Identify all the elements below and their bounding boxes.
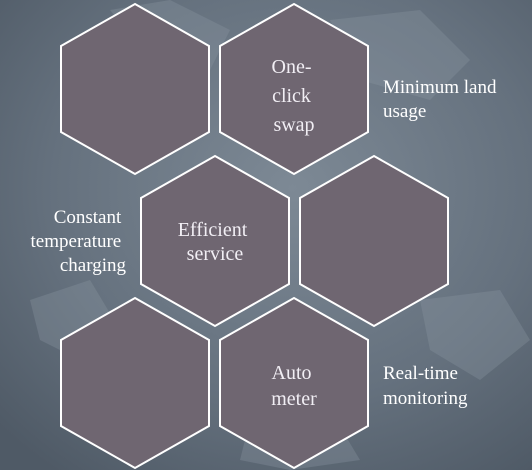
hexagon-cell-top-right: One- click swap: [219, 2, 369, 176]
hexagon-shape: [219, 296, 369, 470]
side-label-line: Constant: [54, 207, 122, 228]
hexagon-label-line: One-: [272, 56, 312, 78]
hexagon-label-line: click: [272, 85, 311, 107]
hexagon-cell-bottom-left: [60, 296, 210, 470]
side-label-line: usage: [383, 101, 426, 122]
hexagon-shape: [299, 154, 449, 328]
hexagon-label-line: Efficient: [178, 219, 248, 241]
side-label-line: temperature: [31, 231, 122, 252]
side-label-line: charging: [60, 255, 127, 276]
hexagon-shape: [60, 296, 210, 470]
side-label-constant-temperature-charging: Constant temperature charging: [31, 207, 127, 276]
side-label-minimum-land-usage: Minimum land usage: [383, 77, 501, 122]
hexagon-cell-middle-right: [299, 154, 449, 328]
hexagon-label: One- click swap: [272, 56, 317, 136]
side-label-line: Real-time: [383, 363, 458, 384]
hexagon-label-line: Auto: [272, 362, 312, 384]
side-label-real-time-monitoring: Real-time monitoring: [383, 363, 468, 409]
hexagon-shape: [219, 2, 369, 176]
hexagon-cell-bottom-right: Auto meter: [219, 296, 369, 470]
side-label-line: Minimum land: [383, 77, 497, 98]
hexagon-label: Auto meter: [271, 362, 317, 410]
hexagon-cell-top-left: [60, 2, 210, 176]
hexagon-label-line: swap: [273, 114, 314, 136]
hexagon-label-line: service: [187, 243, 244, 265]
hexagon-shape: [60, 2, 210, 176]
hexagon-cell-middle-left: Efficient service: [140, 154, 290, 328]
side-label-line: monitoring: [383, 388, 468, 409]
hexagon-shape: [140, 154, 290, 328]
hexagon-label: Efficient service: [178, 219, 253, 265]
hexagon-label-line: meter: [271, 388, 317, 410]
